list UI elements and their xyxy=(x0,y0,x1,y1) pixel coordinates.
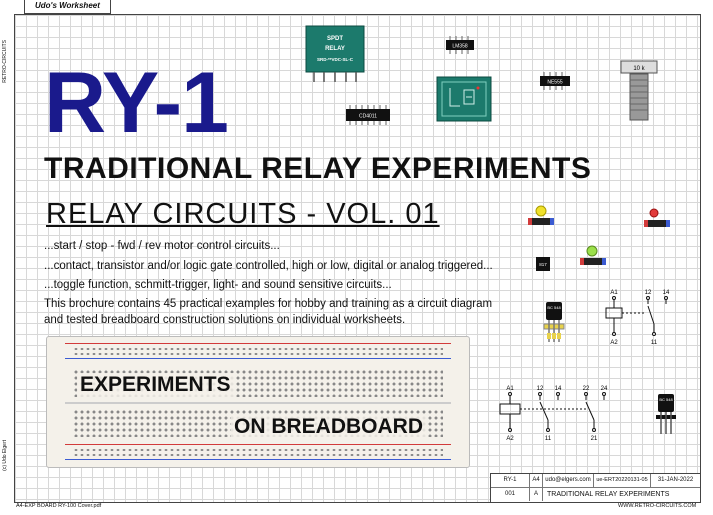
relay-module-board xyxy=(436,76,492,122)
potentiometer-slider: 10 k xyxy=(620,60,658,121)
tb-num: 001 xyxy=(491,488,530,501)
rail-holes-top-2 xyxy=(73,352,443,355)
side-copyright-label: (c) Udo Elgert xyxy=(2,440,8,471)
ne555-label: NE555 xyxy=(547,80,563,86)
tb-code: RY-1 xyxy=(491,474,530,488)
tb-rev: A xyxy=(530,488,543,501)
s2-p22: 22 xyxy=(583,386,590,392)
breadboard: EXPERIMENTS ON BREADBOARD xyxy=(46,336,470,468)
relay-illustration: SPDT RELAY SRD-**VDC-SL-C xyxy=(305,25,365,82)
tb-name: TRADITIONAL RELAY EXPERIMENTS xyxy=(547,491,670,498)
tb-date: 31-JAN-2022 xyxy=(651,474,700,488)
relay-schematic-2: A1 A2 12 14 11 22 24 21 xyxy=(499,386,608,442)
cd4011-chip: CD4011 xyxy=(346,105,390,125)
s2-p21: 21 xyxy=(591,436,598,442)
relay-schematic-1: A1 A2 12 14 11 xyxy=(605,290,670,346)
rail-top-red xyxy=(65,343,451,344)
lm358-chip: LM358 xyxy=(446,36,474,54)
green-led xyxy=(580,245,606,265)
pot-label: 10 k xyxy=(633,66,645,72)
tb-sheet: A4 xyxy=(530,474,543,488)
relay-text-2: RELAY xyxy=(325,46,345,52)
side-brand-label: RETRO-CIRCUITS xyxy=(2,40,8,83)
worksheet-tab: Udo's Worksheet xyxy=(24,0,111,14)
s2-a1: A1 xyxy=(506,386,514,392)
bullet-1: ...start / stop - fwd / rev motor contro… xyxy=(44,240,280,252)
transistor-2-label: BC 548 xyxy=(659,397,673,402)
footer-file: A4-EXP BOARD RY-100 Cover.pdf xyxy=(16,503,102,509)
s2-a2: A2 xyxy=(506,436,514,442)
s1-p12: 12 xyxy=(645,290,652,296)
breadboard-label-2: ON BREADBOARD xyxy=(231,415,426,439)
sub-title: RELAY CIRCUITS - VOL. 01 xyxy=(46,198,440,230)
ne555-chip: NE555 xyxy=(540,72,570,90)
relay-text-3: SRD-**VDC-SL-C xyxy=(317,57,354,62)
relay-text-1: SPDT xyxy=(327,36,343,42)
rail-bottom-red xyxy=(65,444,451,445)
yellow-led xyxy=(528,205,554,225)
rail-holes-bottom-1 xyxy=(73,448,443,451)
s1-a2: A2 xyxy=(610,340,618,346)
center-channel xyxy=(65,402,451,404)
rail-bottom-blue xyxy=(65,459,451,460)
footer-url[interactable]: WWW.RETRO-CIRCUITS.COM xyxy=(618,503,697,509)
transistor-2: BC 548 xyxy=(656,394,676,434)
paragraph-line-2: and tested breadboard construction solut… xyxy=(44,314,406,326)
cd4011-label: CD4011 xyxy=(359,114,377,120)
relay-body xyxy=(305,25,365,73)
s2-p11: 11 xyxy=(545,436,552,442)
tb-doc: ue-ERT20220131-05 xyxy=(594,474,651,488)
bullet-2: ...contact, transistor and/or logic gate… xyxy=(44,260,493,272)
optocoupler-chip: 817 xyxy=(536,257,550,271)
s1-a1: A1 xyxy=(610,290,618,296)
rail-holes-bottom-2 xyxy=(73,453,443,456)
s2-p14: 14 xyxy=(555,386,562,392)
tb-email: udo@elgers.com xyxy=(543,474,594,488)
s1-p11: 11 xyxy=(651,340,658,346)
paragraph-line-1: This brochure contains 45 practical exam… xyxy=(44,298,493,310)
red-led xyxy=(644,208,670,227)
transistor-1: BC 548 xyxy=(543,302,565,342)
transistor-1-label: BC 548 xyxy=(547,305,561,310)
s2-p24: 24 xyxy=(601,386,608,392)
series-code-title: RY-1 xyxy=(44,55,229,151)
s1-p14: 14 xyxy=(663,290,670,296)
s2-p12: 12 xyxy=(537,386,544,392)
rail-holes-top-1 xyxy=(73,347,443,350)
main-title: TRADITIONAL RELAY EXPERIMENTS xyxy=(44,152,592,185)
breadboard-label-1: EXPERIMENTS xyxy=(77,373,234,397)
title-block: RY-1 A4 udo@elgers.com ue-ERT20220131-05… xyxy=(490,473,701,503)
bullet-3: ...toggle function, schmitt-trigger, lig… xyxy=(44,279,392,291)
optocoupler-label: 817 xyxy=(539,262,547,267)
rail-top-blue xyxy=(65,358,451,359)
lm358-label: LM358 xyxy=(452,44,468,50)
